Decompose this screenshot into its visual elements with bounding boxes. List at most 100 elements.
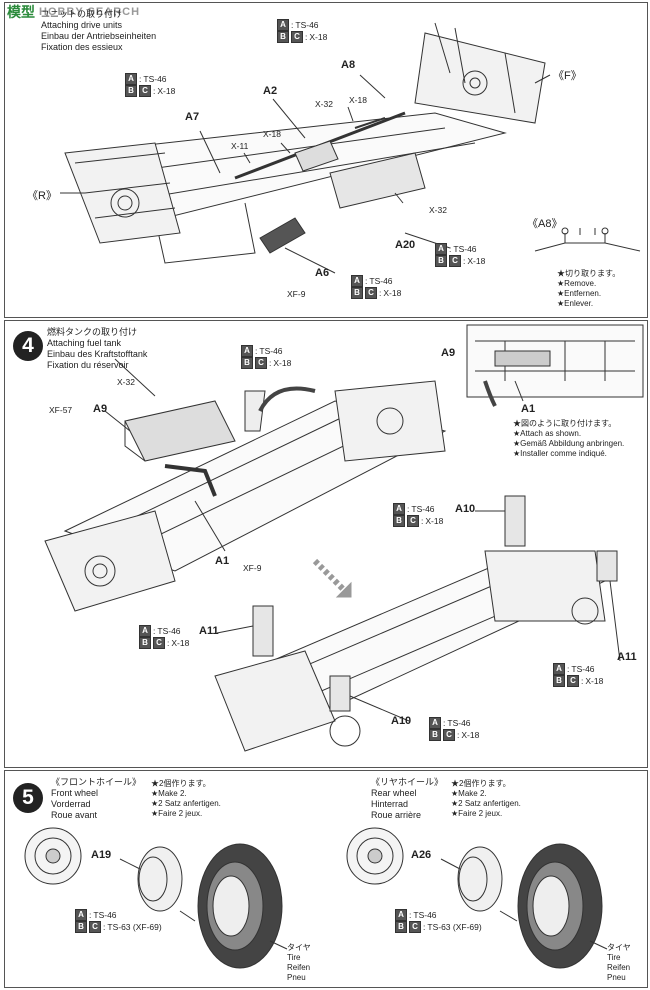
step4-notes: ★図のように取り付けます。 ★Attach as shown. ★Gemäß A… (513, 419, 624, 459)
watermark-text: HOBBY SEARCH (39, 6, 141, 18)
paint-code: TS-46 (571, 664, 595, 674)
part-r: 《R》 (27, 190, 57, 202)
box-b: B (435, 255, 447, 267)
box-b: B (395, 921, 407, 933)
box-a: A (139, 625, 151, 637)
front-title-en: Front wheel (51, 788, 99, 798)
step3-titles: ユニットの取り付け Attaching drive units Einbau d… (41, 9, 156, 53)
step3-panel: 模型 HOBBY SEARCH ユニットの取り付け Attaching driv… (4, 2, 648, 318)
note-en: ★Make 2. (451, 789, 487, 798)
tire-en: Tire (607, 953, 621, 962)
rear-title-fr: Roue arrière (371, 810, 422, 820)
paint-code: X-18 (171, 638, 190, 648)
watermark-logo: 模型 (7, 4, 35, 20)
rear-title-de: Hinterrad (371, 799, 409, 809)
step4-drawing (44, 324, 644, 752)
step5-panel: 5 《フロントホイール》 Front wheel Vorderrad Roue … (4, 770, 648, 988)
label-x32: X-32 (429, 205, 447, 215)
note-fr: ★Installer comme indiqué. (513, 449, 607, 458)
paint-code: X-18 (309, 32, 328, 42)
box-c: C (449, 255, 461, 267)
part-a7: A7 (185, 111, 200, 123)
paint-code: TS-46 (295, 20, 319, 30)
paint-code: TS-46 (413, 910, 437, 920)
step4-panel: 4 燃料タンクの取り付け Attaching fuel tank Einbau … (4, 320, 648, 768)
note-ja: ★切り取ります。 (557, 269, 621, 278)
box-c: C (407, 515, 419, 527)
front-title-ja: 《フロントホイール》 (51, 777, 142, 787)
rear-tire-label: タイヤ Tire Reifen Pneu (607, 943, 631, 983)
box-b: B (429, 729, 441, 741)
rear-notes: ★2個作ります。 ★Make 2. ★2 Satz anfertigen. ★F… (451, 779, 521, 819)
step5-number: 5 (13, 783, 43, 813)
label-xf9: XF-9 (287, 289, 306, 299)
step3-title-de: Einbau der Antriebseinheiten (41, 31, 157, 41)
paint-code: TS-46 (93, 910, 117, 920)
box-b: B (125, 85, 137, 97)
box-a: A (435, 243, 447, 255)
label-x18: X-18 (263, 129, 281, 139)
part-f: 《F》 (553, 70, 582, 82)
note-en: ★Remove. (557, 279, 597, 288)
part-a1: A1 (215, 555, 230, 567)
part-a9-detail: A9 (441, 347, 456, 359)
note-fr: ★Faire 2 jeux. (151, 809, 203, 818)
part-a26: A26 (411, 849, 432, 861)
box-c: C (443, 729, 455, 741)
box-a: A (429, 717, 441, 729)
front-tire-label: タイヤ Tire Reifen Pneu (287, 943, 311, 983)
note-en: ★Make 2. (151, 789, 187, 798)
paint-code: X-18 (461, 730, 480, 740)
step4-title-de: Einbau des Kraftstofftank (47, 349, 148, 359)
part-a10: A10 (455, 503, 476, 515)
label-x32: X-32 (117, 377, 135, 387)
tire-fr: Pneu (607, 973, 626, 982)
part-a1-detail: A1 (521, 403, 536, 415)
box-b: B (241, 357, 253, 369)
tire-en: Tire (287, 953, 301, 962)
part-a10-lower: A10 (391, 715, 412, 727)
paint-code: X-18 (425, 516, 444, 526)
note-en: ★Attach as shown. (513, 429, 582, 438)
part-a20: A20 (395, 239, 416, 251)
paint-code: X-18 (273, 358, 292, 368)
a8-notes: ★切り取ります。 ★Remove. ★Entfernen. ★Enlever. (557, 269, 620, 309)
part-a8: A8 (341, 59, 356, 71)
box-c: C (365, 287, 377, 299)
box-a: A (75, 909, 87, 921)
part-a6: A6 (315, 267, 330, 279)
paint-code: X-18 (383, 288, 402, 298)
paint-code: X-18 (467, 256, 486, 266)
label-xf57: XF-57 (49, 405, 73, 415)
paint-code: TS-63 (XF-69) (427, 922, 482, 932)
step4-title-ja: 燃料タンクの取り付け (47, 327, 138, 337)
tire-fr: Pneu (287, 973, 306, 982)
box-b: B (139, 637, 151, 649)
box-c: C (139, 85, 151, 97)
note-fr: ★Faire 2 jeux. (451, 809, 503, 818)
note-de: ★2 Satz anfertigen. (151, 799, 221, 808)
front-title-fr: Roue avant (51, 810, 98, 820)
part-a19: A19 (91, 849, 112, 861)
box-a: A (395, 909, 407, 921)
rear-titles: 《リヤホイール》 Rear wheel Hinterrad Roue arriè… (371, 777, 443, 821)
part-a8-detail: 《A8》 (527, 218, 563, 230)
box-b: B (393, 515, 405, 527)
step4-title-fr: Fixation du réservoir (47, 360, 129, 370)
note-de: ★2 Satz anfertigen. (451, 799, 521, 808)
box-c: C (255, 357, 267, 369)
box-b: B (351, 287, 363, 299)
paint-code: TS-46 (369, 276, 393, 286)
tire-de: Reifen (287, 963, 311, 972)
note-de: ★Gemäß Abbildung anbringen. (513, 439, 625, 448)
paint-code: TS-46 (453, 244, 477, 254)
